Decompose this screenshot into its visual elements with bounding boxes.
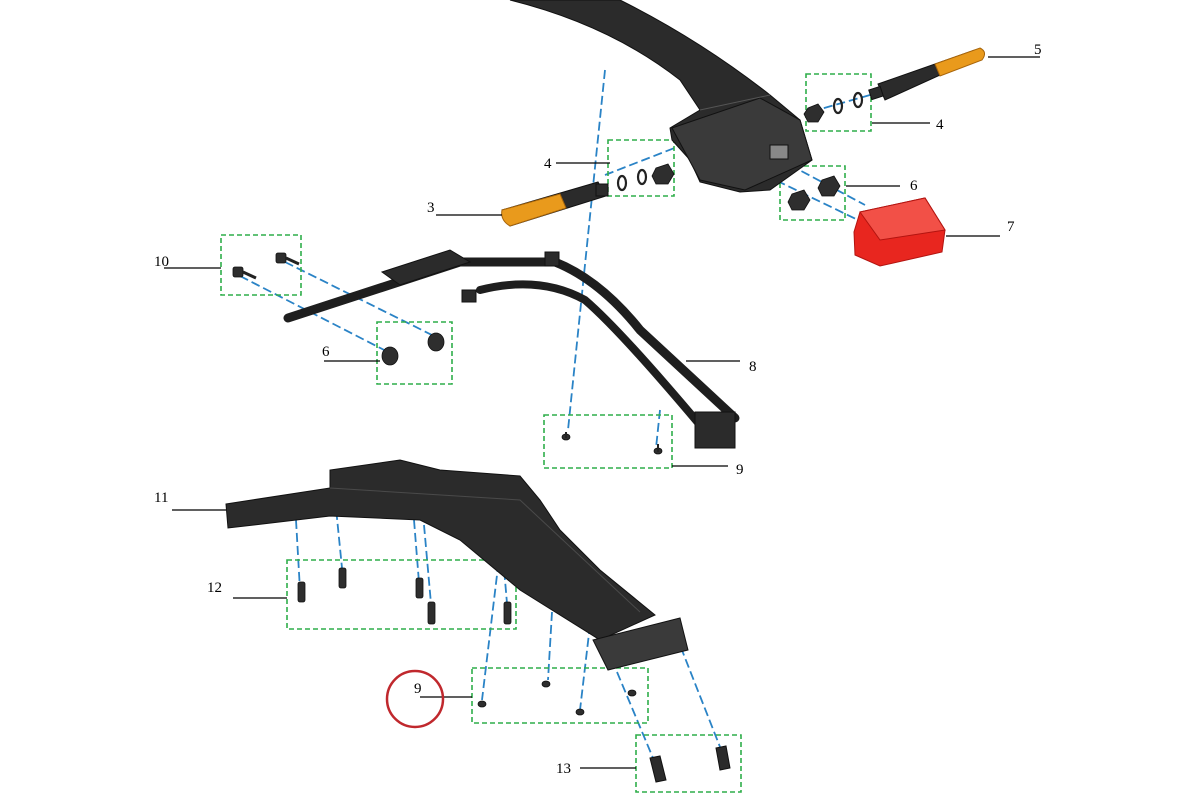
rear-fender-arm bbox=[509, 0, 813, 193]
callout-numbers: 5 4 4 6 3 7 10 6 8 9 11 12 9 13 bbox=[154, 42, 1042, 777]
bolts-10 bbox=[232, 252, 300, 280]
group-box-9-upper bbox=[543, 414, 673, 469]
callout-8: 8 bbox=[749, 359, 757, 375]
group-box-9-lower bbox=[471, 667, 649, 724]
turn-signal-left bbox=[501, 181, 609, 227]
highlight-circle bbox=[385, 669, 445, 729]
callout-5: 5 bbox=[1034, 42, 1042, 58]
leader-lines bbox=[164, 56, 1040, 769]
clips-13 bbox=[649, 745, 731, 783]
callout-12: 12 bbox=[207, 580, 222, 596]
callout-13: 13 bbox=[556, 761, 571, 777]
callout-6-left: 6 bbox=[322, 344, 330, 360]
tail-light bbox=[853, 197, 946, 267]
callout-4-left: 4 bbox=[544, 156, 552, 172]
mudguard-panel bbox=[225, 459, 689, 671]
group-box-12 bbox=[286, 559, 517, 630]
group-box-13 bbox=[635, 734, 742, 793]
callout-6-right: 6 bbox=[910, 178, 918, 194]
callout-9-upper: 9 bbox=[736, 462, 744, 478]
group-box-4-upper bbox=[805, 73, 872, 132]
screws-9-upper bbox=[561, 432, 663, 455]
group-box-6-right bbox=[779, 165, 846, 221]
nuts-6-left bbox=[381, 332, 445, 366]
washers-nuts-upper bbox=[616, 91, 864, 211]
callout-7: 7 bbox=[1007, 219, 1015, 235]
callout-10: 10 bbox=[154, 254, 169, 270]
group-boxes bbox=[220, 73, 872, 793]
screws-9-lower bbox=[477, 680, 637, 716]
group-box-6-left bbox=[376, 321, 453, 385]
callout-3: 3 bbox=[427, 200, 435, 216]
rack-frame bbox=[283, 249, 740, 449]
group-box-4-left bbox=[607, 139, 675, 197]
group-box-10 bbox=[220, 234, 302, 296]
callout-11: 11 bbox=[154, 490, 168, 506]
callout-9-lower: 9 bbox=[414, 681, 422, 697]
turn-signal-right bbox=[868, 47, 986, 101]
screws-12 bbox=[297, 567, 512, 625]
callout-4-upper: 4 bbox=[936, 117, 944, 133]
